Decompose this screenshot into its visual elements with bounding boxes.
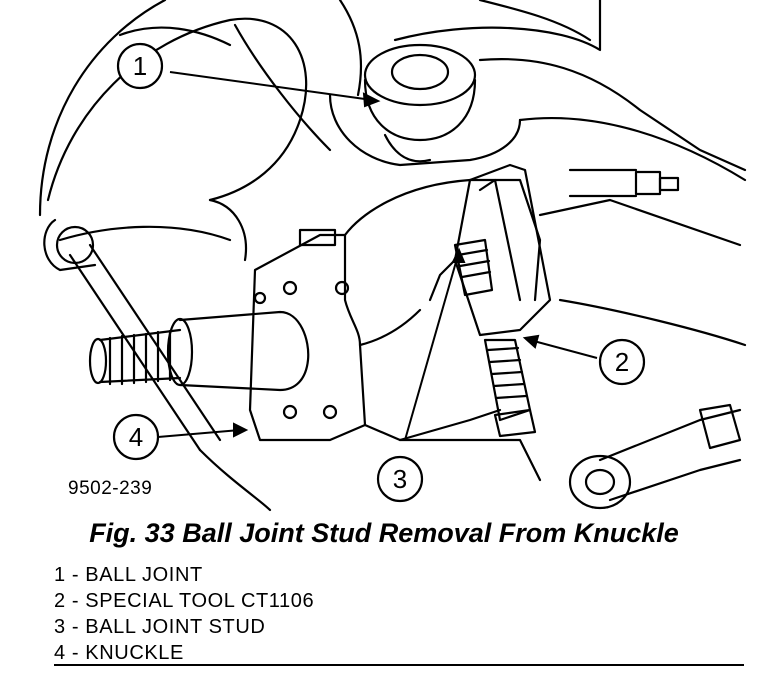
- figure-code: 9502-239: [68, 478, 153, 499]
- svg-text:1: 1: [133, 51, 147, 81]
- legend-item-special-tool: 2 - SPECIAL TOOL CT1106: [54, 590, 315, 612]
- legend: 1 - BALL JOINT 2 - SPECIAL TOOL CT1106 3…: [54, 562, 314, 666]
- adjuster-bolt: [538, 168, 742, 247]
- ball-joint-stud: [453, 238, 494, 297]
- leader-line-1: [169, 71, 373, 101]
- tie-rod: [43, 218, 272, 512]
- svg-text:4: 4: [129, 422, 143, 452]
- svg-text:3: 3: [393, 464, 407, 494]
- legend-item-knuckle: 4 - KNUCKLE: [54, 642, 184, 664]
- rotor-outline: [38, 0, 332, 262]
- leader-line-4: [157, 429, 241, 438]
- special-tool: [428, 163, 552, 438]
- legend-item-ball-joint-stud: 3 - BALL JOINT STUD: [54, 616, 266, 638]
- legend-item-ball-joint: 1 - BALL JOINT: [54, 564, 203, 586]
- figure-caption: Fig. 33 Ball Joint Stud Removal From Knu…: [89, 518, 679, 548]
- bottom-rule: [54, 664, 744, 666]
- knuckle: [248, 178, 542, 482]
- callout-2: 2: [598, 338, 646, 386]
- upper-control-arm: [328, 0, 747, 182]
- ball-joint: [363, 43, 477, 163]
- lower-link: [558, 298, 747, 510]
- spindle: [88, 310, 310, 392]
- leader-line-2: [529, 339, 598, 359]
- leader-line-3: [404, 254, 459, 441]
- callout-4: 4: [112, 413, 160, 461]
- callout-3: 3: [376, 455, 424, 503]
- svg-text:2: 2: [615, 347, 629, 377]
- callout-1: 1: [116, 42, 164, 90]
